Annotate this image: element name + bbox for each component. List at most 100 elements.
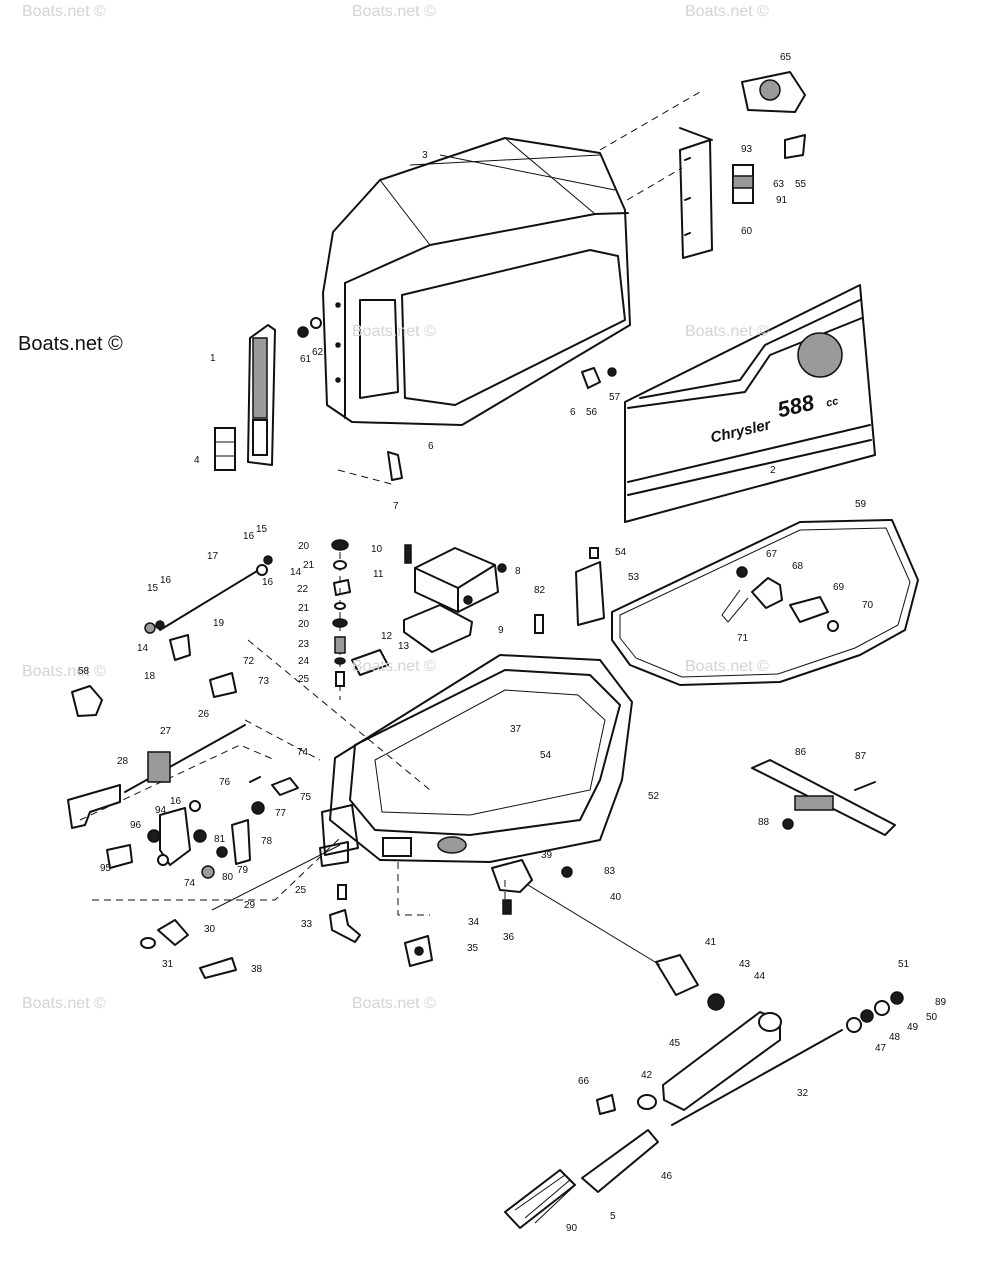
- watermark-text: Boats.net ©: [22, 995, 106, 1012]
- callout-label: 27: [160, 726, 172, 737]
- callout-label: 15: [147, 583, 159, 594]
- callout-label: 51: [898, 959, 910, 970]
- callout-label: 47: [875, 1043, 887, 1054]
- callout-label: 25: [298, 674, 310, 685]
- callout-label: 74: [297, 747, 309, 758]
- callout-label: 73: [258, 676, 270, 687]
- callout-label: 14: [137, 643, 149, 654]
- callout-label: 28: [117, 756, 129, 767]
- callout-label: 58: [78, 666, 90, 677]
- callout-label: 67: [766, 549, 778, 560]
- callout-label: 66: [578, 1076, 590, 1087]
- callout-label: 39: [541, 850, 553, 861]
- watermark-text: Boats.net ©: [22, 3, 106, 20]
- label-plate: [214, 427, 236, 471]
- callout-label: 54: [615, 547, 627, 558]
- callout-label: 94: [155, 805, 167, 816]
- watermark-text: Boats.net ©: [352, 658, 436, 675]
- shift-lever: [67, 724, 246, 829]
- callout-label: 16: [170, 796, 182, 807]
- callout-label: 2: [770, 465, 776, 476]
- callout-label: 8: [515, 566, 521, 577]
- callout-label: 70: [862, 600, 874, 611]
- callout-label: 81: [214, 834, 226, 845]
- tiller-arm: [662, 1011, 843, 1126]
- callout-label: 68: [792, 561, 804, 572]
- callout-label: 95: [100, 863, 112, 874]
- mount-bracket: [751, 759, 896, 836]
- callout-label: 21: [298, 603, 310, 614]
- callout-label: 7: [393, 501, 399, 512]
- callout-label: 44: [754, 971, 766, 982]
- callout-label: 24: [298, 656, 310, 667]
- callout-label: 75: [300, 792, 312, 803]
- callout-label: 34: [468, 917, 480, 928]
- watermark-main: Boats.net ©: [18, 333, 123, 355]
- callout-label: 21: [303, 560, 315, 571]
- callout-label: 53: [628, 572, 640, 583]
- callout-label: 78: [261, 836, 273, 847]
- callout-label: 45: [669, 1038, 681, 1049]
- callout-label: 82: [534, 585, 546, 596]
- callout-label: 6: [428, 441, 434, 452]
- callout-label: 89: [935, 997, 947, 1008]
- callout-label: 79: [237, 865, 249, 876]
- callout-label: 37: [510, 724, 522, 735]
- callout-label: 23: [298, 639, 310, 650]
- callout-label: 25: [295, 885, 307, 896]
- callout-label: 15: [256, 524, 268, 535]
- callout-label: 63: [773, 179, 785, 190]
- watermark-text: Boats.net ©: [685, 323, 769, 340]
- callout-label: 36: [503, 932, 515, 943]
- callout-label: 29: [244, 900, 256, 911]
- callout-label: 62: [312, 347, 324, 358]
- callout-label: 65: [780, 52, 792, 63]
- callout-label: 33: [301, 919, 313, 930]
- callout-label: 30: [204, 924, 216, 935]
- callout-label: 55: [795, 179, 807, 190]
- watermark-text: Boats.net ©: [685, 3, 769, 20]
- watermark-text: Boats.net ©: [22, 663, 106, 680]
- bottom-cowl: [319, 654, 633, 867]
- callout-label: 59: [855, 499, 867, 510]
- callout-label: 31: [162, 959, 174, 970]
- watermark-text: Boats.net ©: [685, 658, 769, 675]
- callout-label: 61: [300, 354, 312, 365]
- callout-label: 16: [243, 531, 255, 542]
- callout-label: 1: [210, 353, 216, 364]
- callout-label: 18: [144, 671, 156, 682]
- callout-label: 35: [467, 943, 479, 954]
- callout-label: 83: [604, 866, 616, 877]
- callout-label: 14: [290, 567, 302, 578]
- top-cowl: [322, 137, 631, 426]
- callout-label: 10: [371, 544, 383, 555]
- callout-label: 4: [194, 455, 200, 466]
- callout-label: 38: [251, 964, 263, 975]
- callout-label: 43: [739, 959, 751, 970]
- callout-label: 26: [198, 709, 210, 720]
- callout-label: 74: [184, 878, 196, 889]
- callout-label: 60: [741, 226, 753, 237]
- callout-label: 20: [298, 619, 310, 630]
- callout-label: 90: [566, 1223, 578, 1234]
- callout-label: 16: [262, 577, 274, 588]
- callout-label: 86: [795, 747, 807, 758]
- callout-label: 91: [776, 195, 788, 206]
- callout-label: 69: [833, 582, 845, 593]
- callout-label: 46: [661, 1171, 673, 1182]
- callout-label: 20: [298, 541, 310, 552]
- hood-latch-plate: [679, 127, 713, 259]
- motor-bracket: [741, 71, 806, 159]
- callout-label: 52: [648, 791, 660, 802]
- callout-label: 3: [422, 150, 428, 161]
- callout-label: 13: [398, 641, 410, 652]
- callout-label: 12: [381, 631, 393, 642]
- watermark-text: Boats.net ©: [352, 3, 436, 20]
- callout-label: 17: [207, 551, 219, 562]
- callout-label: 32: [797, 1088, 809, 1099]
- callout-label: 77: [275, 808, 287, 819]
- callout-label: 96: [130, 820, 142, 831]
- callout-label: 87: [855, 751, 867, 762]
- callout-label: 48: [889, 1032, 901, 1043]
